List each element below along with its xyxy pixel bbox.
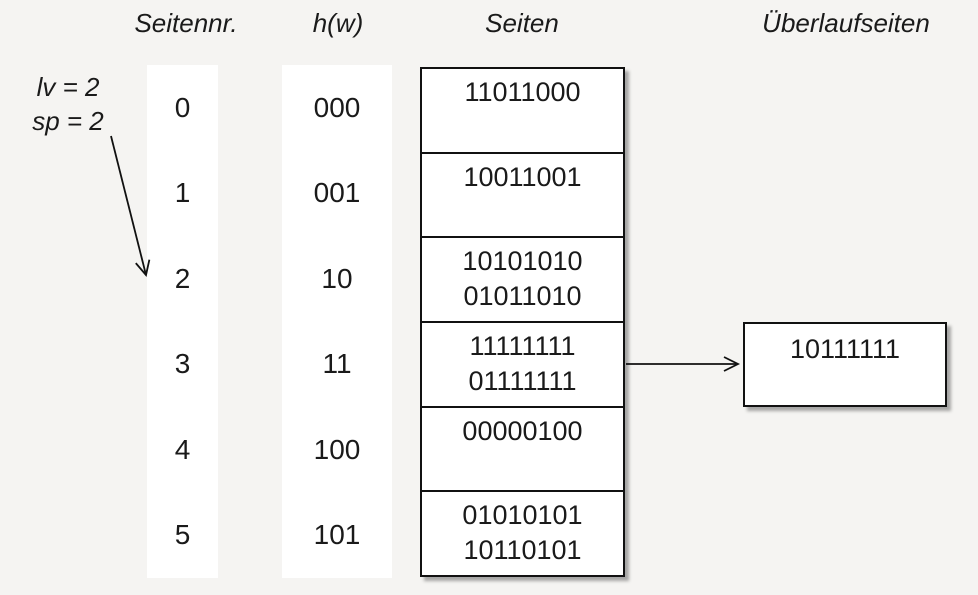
column-hash-values: 000 001 10 11 100 101 [282, 65, 392, 578]
page-entry: 00000100 [462, 415, 583, 446]
page-entry: 01111111 [468, 366, 577, 397]
page-cell-4: 00000100 [422, 408, 623, 493]
page-entry: 10101010 [462, 246, 583, 277]
page-cell-1: 10011001 [422, 154, 623, 239]
hash-value-cell: 11 [322, 348, 352, 380]
header-hash-function: h(w) [312, 8, 364, 38]
page-cell-3: 11111111 01111111 [422, 323, 623, 408]
hash-value-cell: 000 [313, 91, 361, 123]
hash-value-cell: 100 [313, 433, 361, 465]
page-entry: 10110101 [463, 535, 582, 566]
hash-value-cell: 10 [321, 262, 353, 294]
pages-box: 11011000 10011001 10101010 01011010 1111… [420, 67, 625, 577]
page-entry: 11011000 [464, 77, 581, 107]
page-number-cell: 3 [174, 348, 191, 380]
header-pages: Seiten [485, 8, 559, 38]
hash-value-cell: 101 [313, 519, 361, 551]
page-entry: 01010101 [462, 500, 583, 531]
column-page-numbers: 0 1 2 3 4 5 [147, 65, 218, 578]
level-value: lv = 2 [36, 72, 100, 102]
page-number-cell: 4 [174, 433, 191, 465]
page-cell-0: 11011000 [422, 69, 623, 154]
state-annotation: lv = 2 sp = 2 [16, 70, 120, 138]
page-number-cell: 5 [174, 519, 191, 551]
page-number-cell: 1 [174, 177, 191, 209]
overflow-page-box: 10111111 [743, 322, 947, 407]
header-overflow-pages: Überlaufseiten [762, 8, 930, 38]
page-entry: 10011001 [463, 161, 582, 192]
page-entry: 01011010 [463, 281, 582, 312]
page-cell-5: 01010101 10110101 [422, 492, 623, 575]
page-cell-2: 10101010 01011010 [422, 238, 623, 324]
header-page-number: Seitennr. [134, 8, 238, 38]
page-number-cell: 2 [174, 262, 191, 294]
split-pointer-arrow [110, 135, 151, 277]
page-number-cell: 0 [174, 91, 191, 123]
split-pointer-value: sp = 2 [32, 106, 104, 136]
page-entry: 11111111 [469, 331, 576, 362]
hash-value-cell: 001 [313, 177, 361, 209]
overflow-entry: 10111111 [789, 334, 901, 364]
